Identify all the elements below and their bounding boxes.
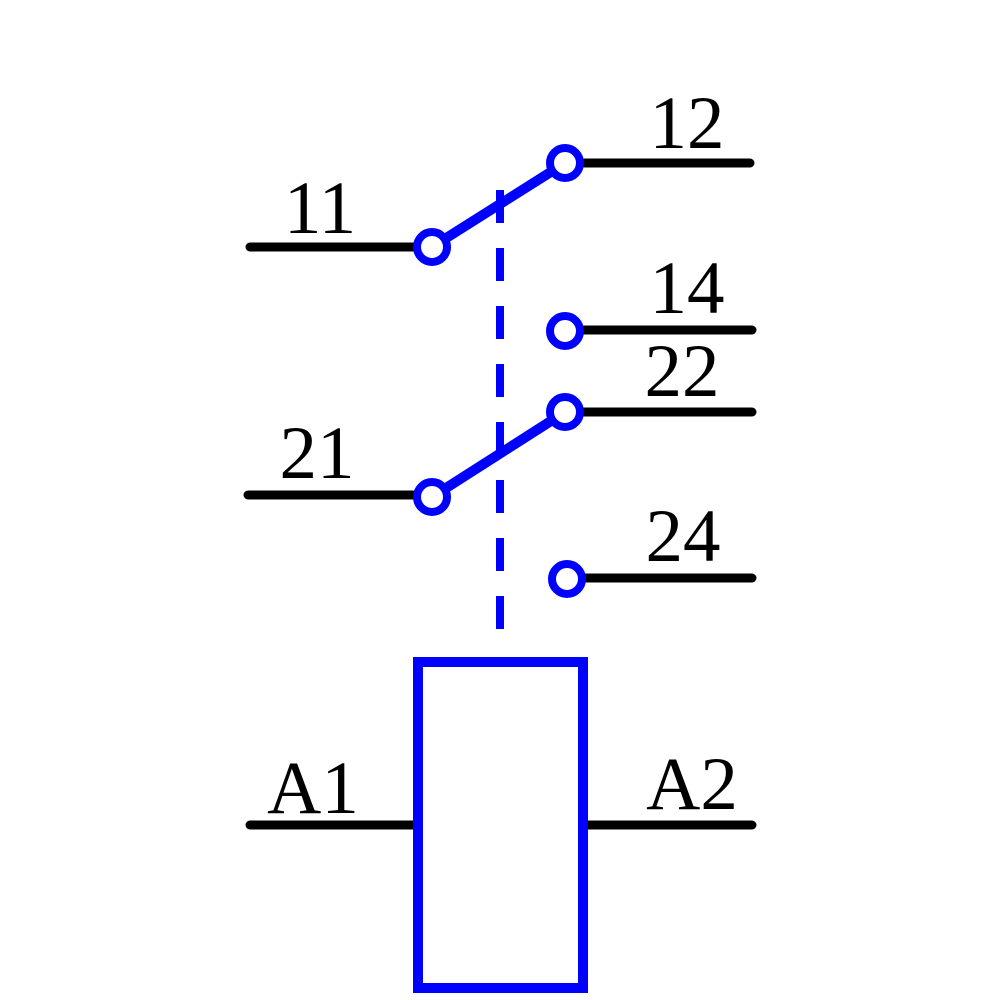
terminal-14-label: 14 (650, 247, 725, 330)
terminal-a2-label: A2 (646, 743, 738, 826)
terminal-21-label: 21 (280, 412, 355, 495)
terminal-11-label: 11 (284, 167, 356, 250)
contact-circle-11 (413, 228, 451, 266)
terminal-a1-label: A1 (267, 747, 359, 830)
coil-box (413, 657, 588, 993)
contact-circle-24 (548, 560, 586, 598)
terminal-12-label: 12 (650, 82, 725, 165)
contact-circle-12 (546, 144, 584, 182)
terminal-24-label: 24 (646, 495, 721, 578)
contact-circle-22 (546, 393, 584, 431)
contact-circle-21 (413, 478, 451, 516)
contact-circle-14 (546, 312, 584, 350)
terminal-22-label: 22 (645, 330, 720, 413)
